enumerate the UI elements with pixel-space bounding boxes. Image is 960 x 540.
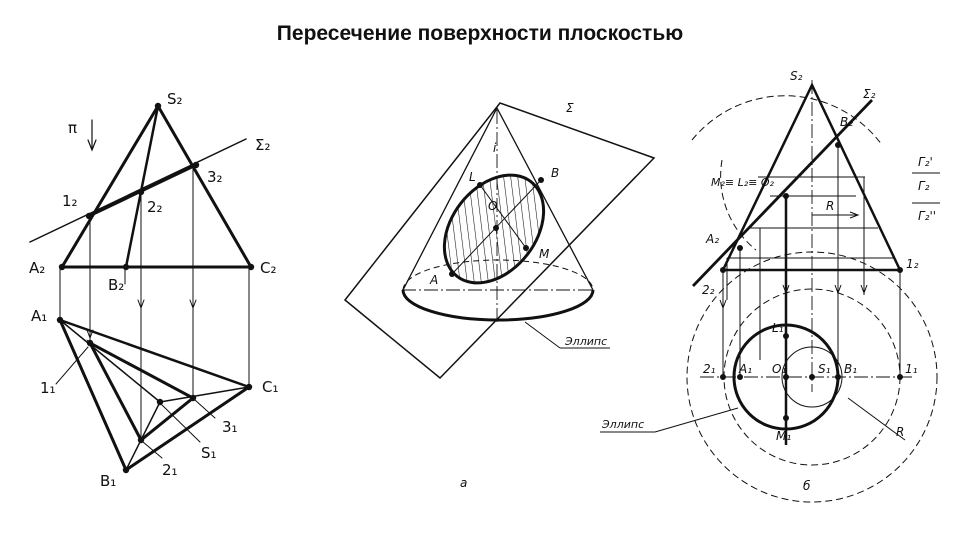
label-l1: L₁ [772,321,784,335]
label-b2: B₂ [108,276,124,294]
top-bs [125,401,161,471]
top-as [59,319,161,403]
label-o1: O₁ [772,362,786,376]
label-a1-right: A₁ [738,362,752,376]
proj-arrow-1 [719,299,727,310]
plane-sigma [343,102,656,380]
label-s1-right: S₁ [818,362,831,376]
label-i: i [493,141,497,155]
label-meq: M₂≡ L₂≡ O₂ [711,176,775,189]
middle-points [449,177,544,277]
label-b: B [551,166,559,180]
label-ellipse-right: Эллипс [601,418,644,431]
right-labels: S₂ Σ₂ B₂ M₂≡ L₂≡ O₂ R A₂ Г₂' Г₂ Г₂'' 1₂ … [601,69,936,493]
label-2-2: 2₂ [147,198,163,216]
middle-labels: Σ i L B O M A Эллипс а [429,101,607,490]
caption-b: б [803,479,811,493]
middle-cone-figure [343,102,656,380]
label-g2: Г₂ [918,179,930,193]
top-section-triangle [86,339,196,443]
label-b1-right: B₁ [844,362,857,376]
leader-r [847,397,906,441]
label-m1: M₁ [776,429,791,443]
label-pi: π [68,119,77,137]
proj-arrow-4 [860,284,868,295]
label-c1: C₁ [262,378,279,396]
edge-s2-b2 [124,104,160,269]
projection-arrow-head [87,139,97,152]
edge-s2-c2 [156,104,253,269]
label-g1: Г₂' [918,155,933,169]
left-labels: S₂ Σ₂ π 1₂ 2₂ 3₂ A₂ B₂ C₂ A₁ C₁ 1₁ 3₁ S₁… [29,90,279,490]
label-c2: C₂ [260,259,277,277]
label-l: L [469,170,476,184]
label-o: O [488,199,497,213]
construction-arc-2 [720,159,757,251]
label-3-1: 3₁ [222,418,238,436]
top-ab [58,318,128,472]
right-points [720,142,903,421]
leader-ellipse [524,321,561,349]
label-s1: S₁ [201,444,217,462]
arrow-3 [189,299,197,310]
label-r-top: R [826,199,834,213]
label-1-2: 1₂ [62,192,78,210]
label-2-1: 2₁ [162,461,178,479]
edge-a2-s2 [60,104,160,269]
arrow-2 [137,299,145,310]
label-a2-right: A₂ [705,232,719,246]
label-a: A [429,273,438,287]
label-1-1: 1₁ [40,379,56,397]
label-a1: A₁ [31,307,47,325]
label-sigma2: Σ₂ [255,136,271,154]
leader-2 [142,441,163,459]
label-b2-right: B₂ [840,115,853,129]
construction-arc [691,95,883,146]
label-a2: A₂ [29,259,45,277]
caption-a: а [460,476,467,490]
outer-circle [686,251,938,503]
plane-sigma2-right [691,99,874,287]
plane-sigma2 [29,138,247,243]
leader-ellipse-right [654,407,739,433]
cone-generators [402,106,594,291]
label-ellipse: Эллипс [564,335,607,348]
r-arrow [849,211,860,219]
label-s2: S₂ [167,90,183,108]
left-points [56,102,255,474]
label-2-1-right: 2₁ [703,362,716,376]
label-sigma2-right: Σ₂ [863,87,876,101]
label-sigma: Σ [566,101,574,115]
top-cs [159,386,250,403]
left-pyramid-figure [29,104,253,472]
leader-3 [194,399,216,419]
label-1-1-right: 1₁ [905,362,918,376]
top-bc [124,385,251,472]
label-1-2-right: 1₂ [906,257,919,271]
leader-1 [55,346,89,385]
label-2-2-right: 2₂ [702,283,715,297]
label-m: M [539,247,550,261]
label-b1: B₁ [100,472,116,490]
right-cone-figure [600,80,940,503]
leader-s [161,404,201,443]
top-ac [58,318,251,389]
page-title: Пересечение поверхности плоскостью [276,22,684,45]
label-r-bottom: R [896,425,904,439]
cone-base-front [401,289,595,322]
label-s2-right: S₂ [790,69,803,83]
label-g3: Г₂'' [918,209,936,223]
label-3-2: 3₂ [207,168,223,186]
ellipse-minor-axis [479,184,527,249]
